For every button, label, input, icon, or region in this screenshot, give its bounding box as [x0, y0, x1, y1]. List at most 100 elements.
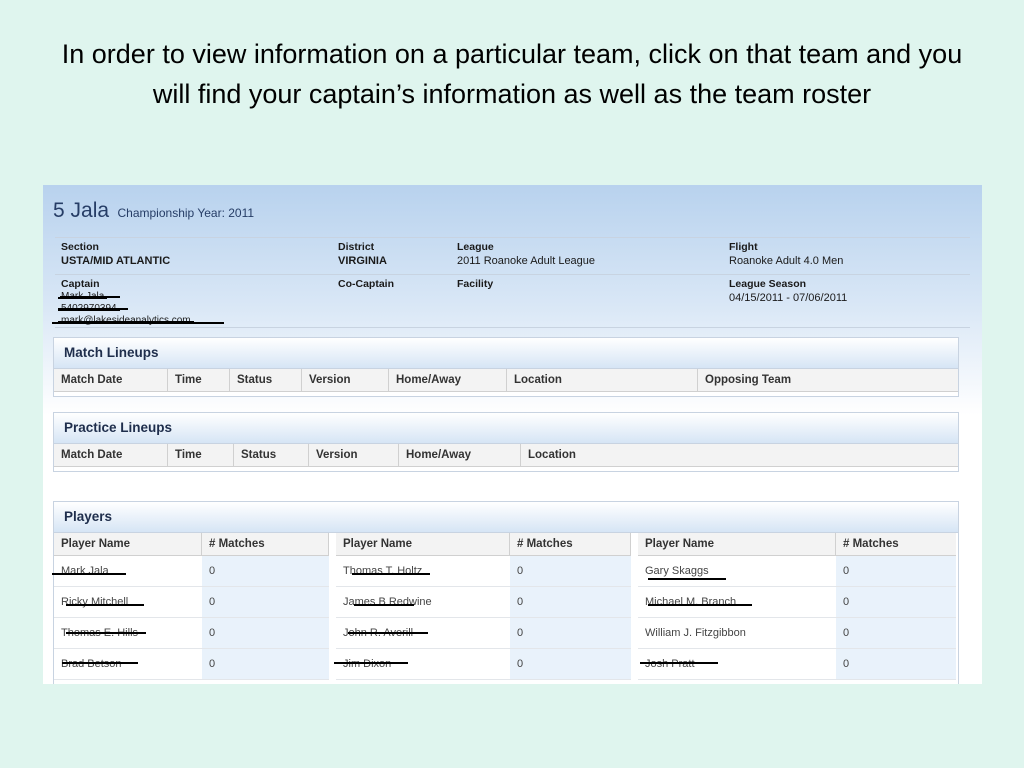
- player-matches: 0: [836, 587, 956, 617]
- col-location[interactable]: Location: [507, 369, 698, 391]
- redaction-line: [334, 662, 408, 664]
- captain-email[interactable]: mark@lakesideanalytics.com: [58, 315, 194, 326]
- slide-title: In order to view information on a partic…: [61, 39, 963, 109]
- players-panel: Players Player Name # Matches Mark Jala …: [53, 501, 959, 684]
- redaction-line: [648, 604, 752, 606]
- facility-info: Facility: [457, 278, 493, 291]
- player-row: Michael M. Branch 0: [638, 587, 956, 618]
- redaction-line: [354, 604, 414, 606]
- redaction-line: [648, 578, 726, 580]
- team-info-row-1: Section USTA/MID ATLANTIC District VIRGI…: [55, 237, 970, 272]
- practice-lineups-title: Practice Lineups: [54, 413, 958, 444]
- section-info: Section USTA/MID ATLANTIC: [61, 241, 170, 268]
- player-row: Thomas E. Hills 0: [54, 618, 329, 649]
- players-column-2: Player Name # Matches Thomas T. Holtz 0 …: [336, 533, 631, 680]
- team-header: 5 Jala Championship Year: 2011: [53, 199, 254, 223]
- player-matches: 0: [836, 556, 956, 586]
- captain-info: Captain Mark Jala 5402970394 mark@lakesi…: [57, 278, 194, 327]
- col-home-away[interactable]: Home/Away: [399, 444, 521, 466]
- league-season-label: League Season: [729, 278, 807, 290]
- player-matches: 0: [836, 618, 956, 648]
- col-location[interactable]: Location: [528, 449, 576, 461]
- col-player-name[interactable]: Player Name: [336, 533, 510, 555]
- championship-year: Championship Year: 2011: [117, 206, 255, 220]
- player-matches: 0: [202, 556, 329, 586]
- col-time[interactable]: Time: [168, 369, 230, 391]
- match-lineups-panel: Match Lineups Match Date Time Status Ver…: [53, 337, 959, 397]
- player-matches: 0: [510, 649, 631, 679]
- player-matches: 0: [510, 587, 631, 617]
- col-matches[interactable]: # Matches: [843, 538, 899, 550]
- practice-lineups-header: Match Date Time Status Version Home/Away…: [54, 444, 958, 467]
- col-player-name[interactable]: Player Name: [638, 533, 836, 555]
- player-name[interactable]: James B Redwine: [343, 596, 432, 608]
- district-value: VIRGINIA: [338, 255, 387, 267]
- players-column-1: Player Name # Matches Mark Jala 0 Ricky …: [54, 533, 329, 680]
- col-player-name[interactable]: Player Name: [54, 533, 202, 555]
- player-matches: 0: [202, 649, 329, 679]
- redaction-line: [66, 604, 144, 606]
- player-matches: 0: [510, 556, 631, 586]
- player-name[interactable]: William J. Fitzgibbon: [645, 627, 746, 639]
- player-row: Jim Dixon 0: [336, 649, 631, 680]
- section-label: Section: [61, 241, 99, 253]
- col-status[interactable]: Status: [230, 369, 302, 391]
- player-matches: 0: [202, 618, 329, 648]
- match-lineups-title: Match Lineups: [54, 338, 958, 369]
- redaction-line: [352, 573, 430, 575]
- player-matches: 0: [202, 587, 329, 617]
- section-value: USTA/MID ATLANTIC: [61, 255, 171, 267]
- player-name[interactable]: Ricky Mitchell: [61, 596, 129, 608]
- redaction-line: [52, 573, 126, 575]
- col-opposing-team[interactable]: Opposing Team: [705, 374, 792, 386]
- redaction-line: [62, 662, 138, 664]
- flight-label: Flight: [729, 241, 758, 253]
- player-name[interactable]: Jim Dixon: [343, 658, 392, 670]
- team-info-row-2: Captain Mark Jala 5402970394 mark@lakesi…: [55, 274, 970, 328]
- player-row: Gary Skaggs 0: [638, 556, 956, 587]
- redaction-line: [52, 322, 224, 324]
- col-time[interactable]: Time: [168, 444, 234, 466]
- player-name[interactable]: Michael M. Branch: [645, 596, 737, 608]
- player-row: Josh Pratt 0: [638, 649, 956, 680]
- league-info: League 2011 Roanoke Adult League: [457, 241, 595, 268]
- co-captain-label: Co-Captain: [338, 278, 394, 290]
- player-name[interactable]: Gary Skaggs: [645, 565, 709, 577]
- players-title: Players: [54, 502, 958, 533]
- facility-label: Facility: [457, 278, 494, 290]
- col-matches[interactable]: # Matches: [202, 533, 329, 555]
- player-name[interactable]: Brad Betson: [61, 658, 122, 670]
- player-row: Ricky Mitchell 0: [54, 587, 329, 618]
- match-lineups-header: Match Date Time Status Version Home/Away…: [54, 369, 958, 392]
- player-name[interactable]: Mark Jala: [61, 565, 109, 577]
- redaction-line: [640, 662, 718, 664]
- redaction-line: [348, 632, 428, 634]
- captain-label: Captain: [61, 278, 100, 290]
- player-matches: 0: [836, 649, 956, 679]
- player-row: Thomas T. Holtz 0: [336, 556, 631, 587]
- col-version[interactable]: Version: [309, 444, 399, 466]
- player-row: Mark Jala 0: [54, 556, 329, 587]
- league-value[interactable]: 2011 Roanoke Adult League: [457, 255, 596, 267]
- flight-info: Flight Roanoke Adult 4.0 Men: [729, 241, 843, 268]
- player-matches: 0: [510, 618, 631, 648]
- col-match-date[interactable]: Match Date: [54, 369, 168, 391]
- col-version[interactable]: Version: [302, 369, 389, 391]
- players-column-3: Player Name # Matches Gary Skaggs 0 Mich…: [638, 533, 956, 680]
- col-match-date[interactable]: Match Date: [54, 444, 168, 466]
- team-page-screenshot: 5 Jala Championship Year: 2011 Section U…: [43, 185, 982, 684]
- player-row: William J. Fitzgibbon 0: [638, 618, 956, 649]
- col-home-away[interactable]: Home/Away: [389, 369, 507, 391]
- league-season-value: 04/15/2011 - 07/06/2011: [729, 292, 848, 304]
- team-name: 5 Jala: [53, 199, 110, 222]
- player-name[interactable]: Josh Pratt: [645, 658, 695, 670]
- redaction-line: [58, 308, 128, 310]
- player-row: Brad Betson 0: [54, 649, 329, 680]
- league-season-info: League Season 04/15/2011 - 07/06/2011: [729, 278, 847, 305]
- player-name[interactable]: Thomas T. Holtz: [343, 565, 423, 577]
- redaction-line: [60, 296, 120, 298]
- col-status[interactable]: Status: [234, 444, 309, 466]
- col-matches[interactable]: # Matches: [510, 533, 631, 555]
- player-row: James B Redwine 0: [336, 587, 631, 618]
- flight-value[interactable]: Roanoke Adult 4.0 Men: [729, 255, 844, 267]
